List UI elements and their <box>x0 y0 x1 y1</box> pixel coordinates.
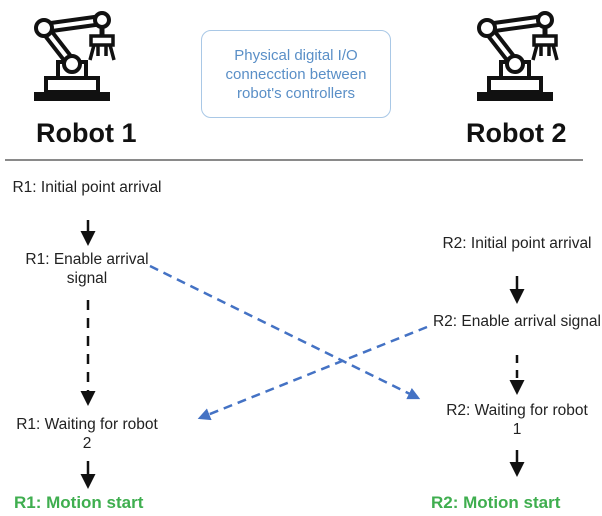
r2-step-initial-point: R2: Initial point arrival <box>442 235 592 252</box>
r1-motion-start: R1: Motion start <box>14 493 144 512</box>
connection-note-text: Physical digital I/O connecction between… <box>225 46 367 102</box>
r1-step-initial-point: R1: Initial point arrival <box>12 179 162 196</box>
connection-note: Physical digital I/O connecction between… <box>201 30 391 118</box>
signal-arrow-r2-to-r1 <box>197 325 428 421</box>
robot-1-title: Robot 1 <box>36 118 137 148</box>
r2-step-enable-arrival: R2: Enable arrival signal <box>432 313 601 330</box>
signal-arrow-r1-to-r2 <box>149 264 421 400</box>
robot-2-title: Robot 2 <box>466 118 567 148</box>
r2-motion-start: R2: Motion start <box>431 493 561 512</box>
robot-2-icon <box>477 13 557 101</box>
r1-step-waiting: R1: Waiting for robot 2 <box>16 416 158 452</box>
r1-step-enable-arrival: R1: Enable arrival signal <box>25 251 149 287</box>
robot-1-icon <box>34 13 114 101</box>
r2-step-waiting: R2: Waiting for robot 1 <box>446 402 588 438</box>
